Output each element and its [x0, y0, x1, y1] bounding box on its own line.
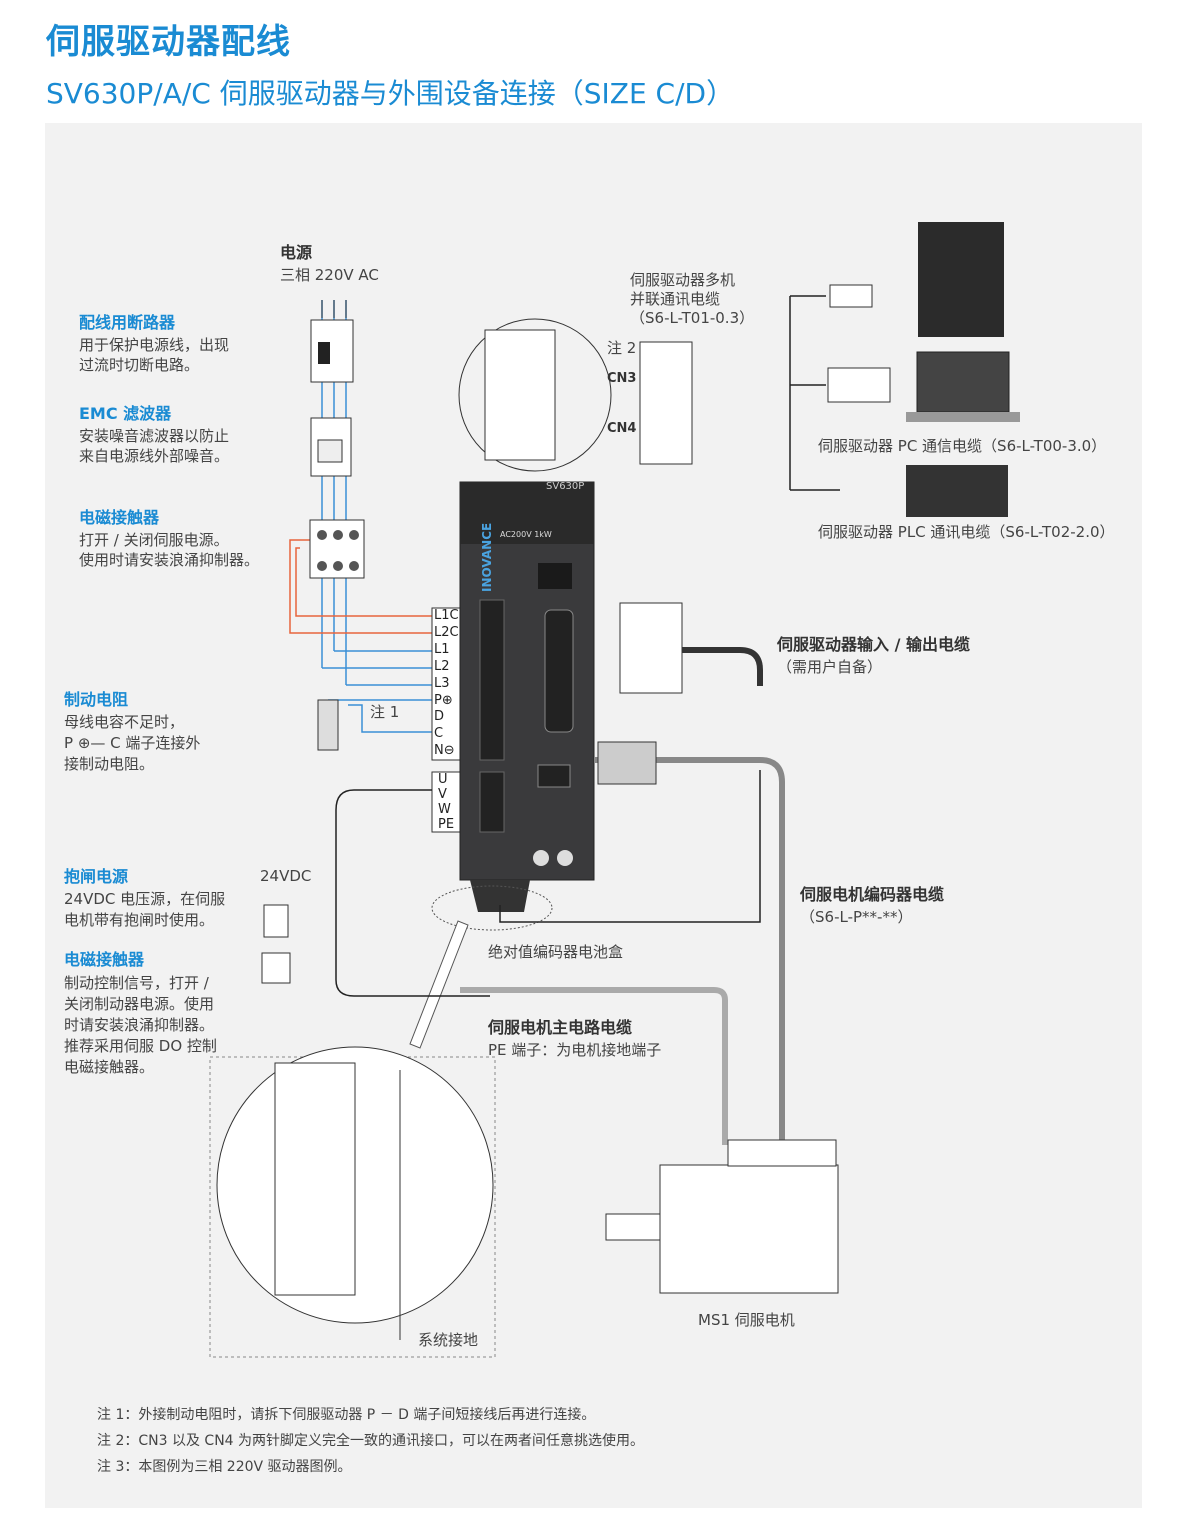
terminal-block — [431, 607, 461, 833]
breaker-title: 配线用断路器 — [79, 313, 176, 332]
terminal-labels: L1C L2C L1 L2 L3 P⊕ D C N⊖ — [434, 608, 459, 760]
resistor-wires — [328, 699, 432, 733]
cn-zoom-view — [458, 318, 693, 472]
multi-cable-line: （S6-L-T01-0.3） — [630, 309, 755, 327]
power-desc: 三相 220V AC — [280, 266, 379, 284]
drive-rating-text: AC200V 1kW — [500, 530, 552, 539]
resistor-line: 接制动电阻。 — [64, 755, 155, 773]
terminal-label: L1 — [434, 641, 450, 657]
brake-power-icon — [261, 904, 291, 984]
pc-cable-label: 伺服驱动器 PC 通信电缆（S6-L-T00-3.0） — [818, 437, 1107, 455]
main-cable-sub: PE 端子：为电机接地端子 — [488, 1041, 662, 1059]
terminal-label: L2C — [434, 624, 459, 640]
footnote: 注 1：外接制动电阻时，请拆下伺服驱动器 P － D 端子间短接线后再进行连接。 — [97, 1407, 596, 1423]
footnote: 注 3：本图例为三相 220V 驱动器图例。 — [97, 1459, 352, 1475]
brake-contactor-line: 电磁接触器。 — [64, 1058, 155, 1076]
terminal-label: N⊖ — [434, 743, 455, 759]
page-subtitle: SV630P/A/C 伺服驱动器与外围设备连接（SIZE C/D） — [46, 77, 735, 110]
brake-power-line: 24VDC 电压源，在伺服 — [64, 890, 226, 908]
resistor-line: 母线电容不足时， — [64, 713, 185, 731]
ground-zoom-view — [209, 1046, 496, 1358]
brake-contactor-line: 时请安装浪涌抑制器。 — [64, 1016, 215, 1034]
multi-cable-line: 伺服驱动器多机 — [630, 271, 736, 289]
note1-tag: 注 1 — [370, 703, 400, 721]
cn4-label: CN4 — [607, 421, 637, 436]
brake-resistor-icon — [317, 699, 339, 751]
multi-cable-line: 并联通讯电缆 — [630, 290, 721, 308]
brake-contactor-line: 推荐采用伺服 DO 控制 — [64, 1037, 217, 1055]
servo-drive-icon — [459, 481, 595, 881]
vdc-label: 24VDC — [260, 867, 312, 885]
drive-photo-icon — [918, 222, 1004, 337]
drive-brand-text: INOVANCE — [480, 522, 494, 592]
brake-power-title: 抱闸电源 — [64, 867, 129, 886]
terminal-label: L1C — [434, 608, 459, 623]
terminal-label: D — [434, 709, 445, 725]
terminal-label: PE — [438, 817, 455, 832]
contactor-line: 使用时请安装浪涌抑制器。 — [79, 551, 260, 569]
breaker-line: 用于保护电源线，出现 — [79, 336, 230, 354]
brake-contactor-line: 关闭制动器电源。使用 — [64, 995, 215, 1013]
motor-label: MS1 伺服电机 — [698, 1311, 795, 1329]
contactor-icon — [309, 519, 365, 579]
io-cable-sub: （需用户自备） — [777, 658, 883, 676]
ground-label: 系统接地 — [418, 1331, 479, 1349]
io-cable-title: 伺服驱动器输入 / 输出电缆 — [777, 635, 970, 654]
signal-wires — [335, 295, 840, 997]
terminal-label: U — [438, 772, 448, 787]
terminal-label: W — [438, 802, 451, 817]
motor-cables — [460, 757, 785, 1145]
db9-connector-icon — [827, 367, 891, 403]
brake-contactor-line: 制动控制信号，打开 / — [64, 974, 209, 992]
resistor-line: P ⊕— C 端子连接外 — [64, 734, 201, 752]
plc-cable-label: 伺服驱动器 PLC 通讯电缆（S6-L-T02-2.0） — [818, 523, 1115, 541]
note2-tag: 注 2 — [607, 339, 637, 357]
terminal-label: L3 — [434, 675, 450, 691]
drive-model-text: SV630P — [546, 481, 585, 492]
encoder-cable-sub: （S6-L-P**-**） — [800, 908, 913, 926]
emc-line: 来自电源线外部噪音。 — [79, 447, 230, 465]
control-power-wires — [289, 539, 432, 634]
battery-box-icon — [431, 880, 553, 931]
motor-terminal-labels: U V W PE — [438, 772, 454, 832]
plc-icon — [906, 465, 1008, 517]
contactor-title: 电磁接触器 — [79, 508, 160, 527]
rj45-connector-icon — [829, 284, 873, 308]
cn3-label: CN3 — [607, 371, 637, 386]
circuit-breaker-icon — [310, 300, 354, 383]
terminal-label: C — [434, 726, 444, 742]
resistor-title: 制动电阻 — [64, 690, 129, 709]
encoder-cable-title: 伺服电机编码器电缆 — [800, 885, 945, 904]
emc-title: EMC 滤波器 — [79, 404, 172, 423]
breaker-line: 过流时切断电路。 — [79, 356, 200, 374]
contactor-line: 打开 / 关闭伺服电源。 — [79, 531, 229, 549]
main-cable-title: 伺服电机主电路电缆 — [488, 1018, 633, 1037]
page-title: 伺服驱动器配线 — [46, 22, 291, 62]
laptop-icon — [906, 351, 1020, 422]
servo-motor-icon — [605, 1139, 839, 1294]
terminal-label: P⊕ — [434, 692, 453, 708]
brake-contactor-title: 电磁接触器 — [64, 950, 145, 969]
encoder-connector-icon — [597, 741, 657, 785]
power-title: 电源 — [280, 243, 313, 262]
emc-filter-icon — [310, 417, 352, 477]
emc-line: 安装噪音滤波器以防止 — [79, 427, 230, 445]
brake-power-line: 电机带有抱闸时使用。 — [64, 911, 215, 929]
terminal-label: L2 — [434, 658, 450, 674]
footnote: 注 2：CN3 以及 CN4 为两针脚定义完全一致的通讯接口，可以在两者间任意挑… — [97, 1433, 645, 1449]
io-connector-icon — [619, 602, 763, 694]
battery-box-label: 绝对值编码器电池盒 — [488, 943, 624, 961]
terminal-label: V — [438, 787, 447, 802]
